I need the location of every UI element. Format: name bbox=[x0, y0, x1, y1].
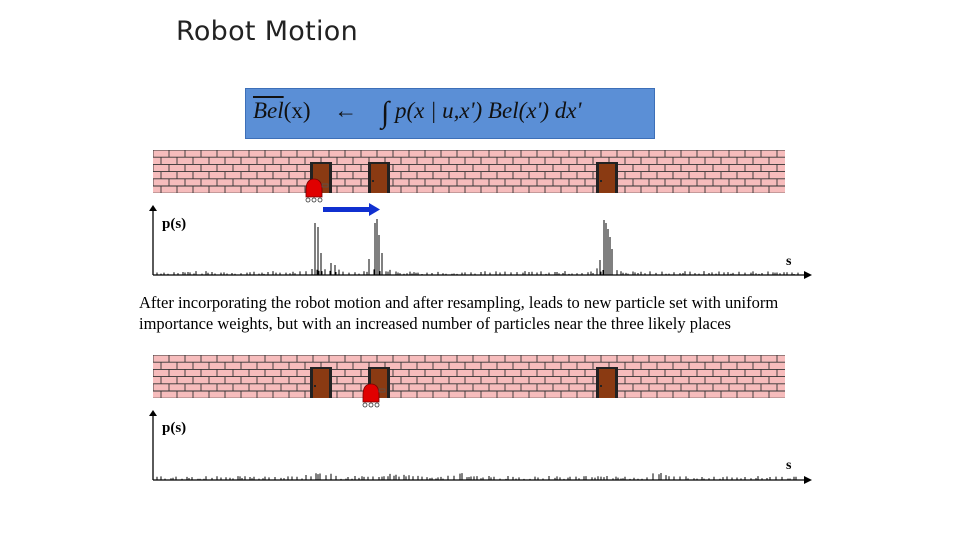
bel-update-formula: Bel(x) ← ∫ p(x | u,x') Bel(x') dx' bbox=[245, 88, 655, 139]
slide-title: Robot Motion bbox=[176, 16, 359, 47]
x-axis-arrow bbox=[804, 476, 812, 484]
door bbox=[368, 162, 390, 193]
particle-ticks bbox=[156, 473, 797, 480]
caption: After incorporating the robot motion and… bbox=[139, 293, 779, 333]
brick-wall-bottom bbox=[153, 355, 785, 398]
top-plot-ylabel: p(s) bbox=[162, 216, 187, 232]
door bbox=[596, 367, 618, 398]
x-axis-arrow bbox=[804, 271, 812, 279]
formula-rhs: p(x | u,x') Bel(x') dx' bbox=[394, 98, 582, 123]
motion-arrow-icon bbox=[323, 203, 380, 216]
particle-ticks bbox=[156, 268, 799, 275]
formula-text: Bel(x) ← ∫ p(x | u,x') Bel(x') dx' bbox=[253, 96, 581, 130]
bel-lhs-arg: (x) bbox=[283, 98, 311, 123]
wall-mortar bbox=[153, 355, 785, 398]
belief-plot-top bbox=[149, 205, 812, 279]
formula-arrow: ← bbox=[334, 98, 358, 123]
brick-wall-top bbox=[153, 150, 785, 193]
y-axis-arrow bbox=[149, 205, 157, 211]
robot-icon bbox=[305, 178, 329, 203]
robot-icon bbox=[362, 383, 386, 408]
bel-bar: Bel bbox=[253, 98, 284, 123]
bottom-plot-xlabel: s bbox=[786, 458, 792, 473]
door bbox=[310, 367, 332, 398]
door bbox=[596, 162, 618, 193]
top-plot-xlabel: s bbox=[786, 254, 792, 269]
bottom-plot-ylabel: p(s) bbox=[162, 420, 187, 436]
y-axis-arrow bbox=[149, 410, 157, 416]
integral-sign: ∫ bbox=[380, 96, 390, 129]
belief-plot-bottom bbox=[149, 410, 812, 484]
